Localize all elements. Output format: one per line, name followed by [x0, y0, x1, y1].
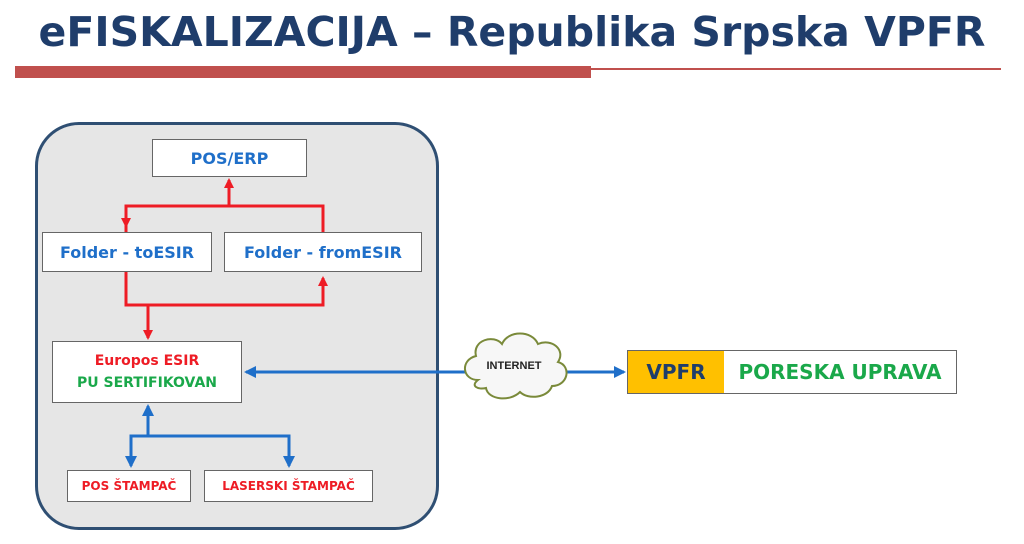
- red-arrow-to-pos-erp: [124, 180, 325, 232]
- pos-printer-label: POS ŠTAMPAČ: [81, 479, 177, 493]
- folder-from-esir-box: Folder - fromESIR: [224, 232, 422, 272]
- laser-printer-label: LASERSKI ŠTAMPAČ: [222, 479, 355, 493]
- page-title: eFISKALIZACIJA – Republika Srpska VPFR: [38, 8, 986, 56]
- pos-erp-box: POS/ERP: [152, 139, 307, 177]
- title-underline-bar: [15, 66, 591, 78]
- pos-printer-box: POS ŠTAMPAČ: [67, 470, 191, 502]
- vpfr-box: VPFR PORESKA UPRAVA: [627, 350, 957, 394]
- blue-arrow-printer-branch: [129, 434, 295, 468]
- vpfr-tag: VPFR: [628, 351, 724, 393]
- pos-erp-label: POS/ERP: [190, 148, 269, 168]
- folder-to-esir-box: Folder - toESIR: [42, 232, 212, 272]
- internet-cloud-icon: [464, 332, 568, 400]
- europos-esir-box: Europos ESIR PU SERTIFIKOVAN: [52, 341, 242, 403]
- folder-to-esir-label: Folder - toESIR: [59, 242, 195, 262]
- esir-name-label: Europos ESIR: [94, 353, 200, 369]
- esir-certified-label: PU SERTIFIKOVAN: [76, 375, 217, 391]
- title-underline-line: [591, 68, 1001, 70]
- local-system-panel: [35, 122, 439, 530]
- internet-label: INTERNET: [486, 360, 542, 372]
- red-arrow-folder-to-esir: [124, 272, 328, 307]
- laser-printer-box: LASERSKI ŠTAMPAČ: [204, 470, 373, 502]
- tax-authority-label: PORESKA UPRAVA: [738, 360, 942, 384]
- folder-from-esir-label: Folder - fromESIR: [244, 242, 402, 262]
